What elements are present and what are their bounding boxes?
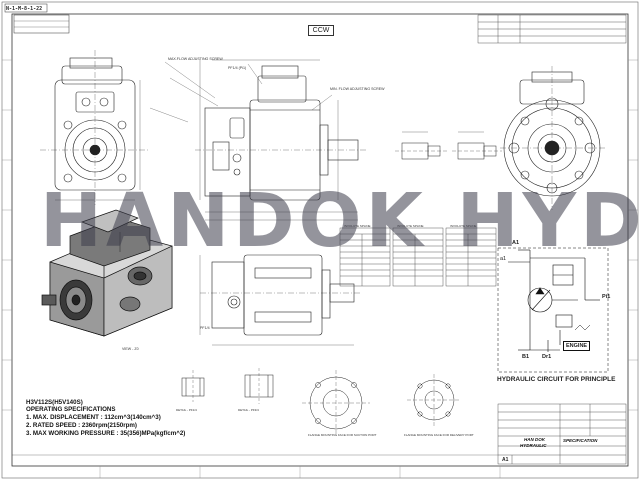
hydraulic-circuit-title: HYDRAULIC CIRCUIT FOR PRINCIPLE	[497, 376, 616, 383]
spec-max-pressure: 3. MAX WORKING PRESSURE : 35(356)MPa(kgf…	[26, 430, 186, 437]
title-block	[497, 403, 627, 465]
company-name-line1: HAN DOK	[524, 437, 545, 442]
port-a1: A1	[512, 240, 520, 246]
spline-data-tables	[339, 227, 497, 287]
callout-detail-pf34: DETAIL - PF3/4	[238, 408, 259, 412]
port-pi1: Pi1	[602, 294, 611, 300]
callout-pf14-pi1: PF1/4 (Pi1)	[228, 66, 247, 70]
spec-rated-speed: 2. RATED SPEED : 2360rpm(2150rpm)	[26, 422, 137, 429]
revision-table	[477, 14, 627, 44]
spline-table-title-2: INVOLUTE SPLINE	[397, 224, 424, 228]
sheet-size: A1	[502, 457, 509, 463]
spec-displacement: 1. MAX. DISPLACEMENT : 112cm^3(140cm^3)	[26, 414, 161, 421]
spline-table-title-1: INVOLUTE SPLINE	[344, 224, 371, 228]
inner-border	[11, 13, 629, 467]
callout-min-flow-screw: MIN. FLOW ADJUSTING SCREW	[330, 87, 385, 91]
border-ruler	[2, 59, 638, 478]
rotation-label: CCW	[308, 25, 334, 36]
callout-max-flow-screw: MAX.FLOW ADJUSTING SCREW	[168, 57, 223, 61]
callout-delivery-flange: FLANGE MOUNTING FACE FOR DELIVERY PORT	[404, 433, 474, 437]
flange-faces	[302, 370, 461, 436]
port-dr1: Dr1	[542, 354, 552, 360]
watermark-text: HANDOK HYD	[40, 178, 640, 264]
spec-model: H3V112S(H5V140S)	[26, 399, 83, 406]
callout-suction-flange: FLANGE MOUNTING FACE FOR SUCTION PORT	[308, 433, 377, 437]
callout-detail-pf14: DETAIL - PF1/4	[176, 408, 197, 412]
spline-table-title-3: INVOLUTE SPLINE	[450, 224, 477, 228]
callout-pf14: PF1/4	[200, 326, 210, 330]
rear-view-pump	[500, 66, 606, 210]
leader-lines	[149, 61, 333, 123]
front-view-pump	[40, 50, 150, 205]
callout-view-z: VIEW - Z0	[122, 347, 139, 351]
company-name-line2: HYDRAULIC	[520, 443, 547, 448]
spec-heading: OPERATING SPECIFICATIONS	[26, 406, 116, 413]
shaft-spline-details	[395, 131, 502, 160]
lower-side-view-pump	[199, 254, 362, 346]
document-type: SPECIFICATION	[563, 438, 598, 443]
port-b1: B1	[522, 354, 530, 360]
side-view-pump	[195, 59, 368, 221]
engine-label: ENGINE	[563, 341, 591, 351]
port-details	[181, 368, 274, 404]
document-tag: N-1-M-8-1-22	[6, 6, 43, 12]
revision-box-left	[13, 14, 70, 34]
hydraulic-circuit	[497, 247, 609, 373]
isometric-view-pump	[41, 209, 173, 337]
port-a1-small: a1	[500, 256, 507, 262]
